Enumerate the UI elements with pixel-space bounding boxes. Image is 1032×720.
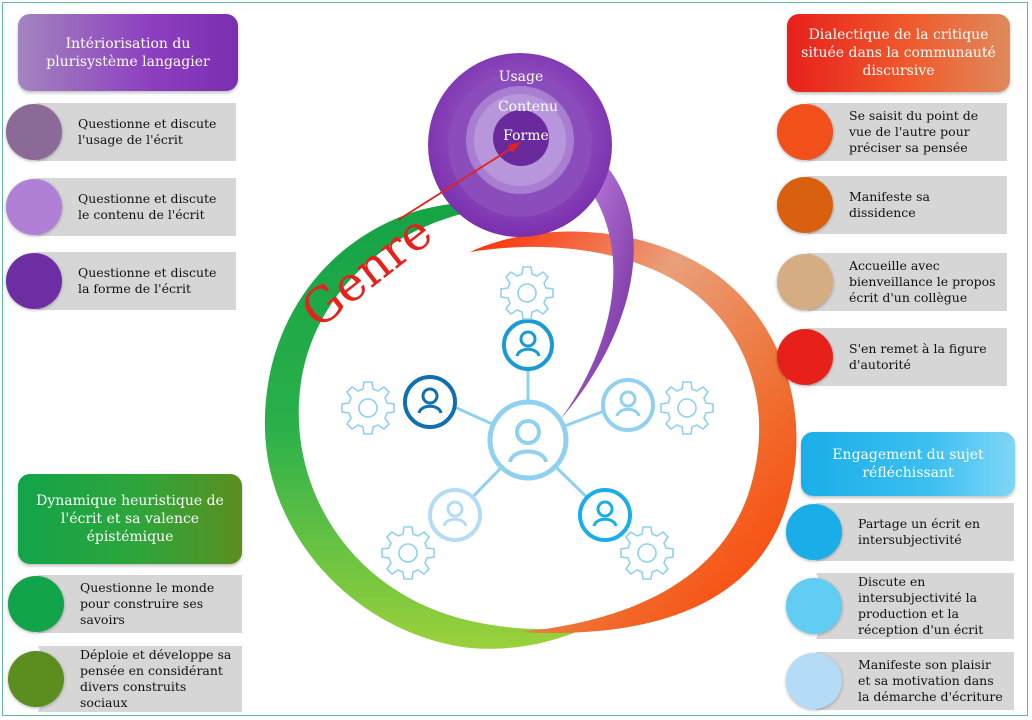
contenu-label: Contenu [498,99,558,115]
gear-icon [500,266,554,320]
person-node-top [502,319,554,371]
bullet-icon [8,651,64,707]
gear-icon [660,381,714,435]
bullet-icon [8,576,64,632]
bullet-icon [786,504,842,560]
gear-icon [381,526,435,580]
genre-label: Genre [291,204,443,340]
header-dialectique: Dialectique de la critique située dans l… [787,14,1010,92]
bullet-icon [6,104,62,160]
bullet-icon [777,104,833,160]
header-interiorisation: Intériorisation du plurisystème langagie… [18,14,238,91]
forme-label: Forme [503,128,549,144]
bullet-icon [6,253,62,309]
bullet-icon [777,254,833,310]
gear-icon [620,526,674,580]
purple-tail [560,168,634,420]
usage-label: Usage [499,69,544,85]
bullet-icon [6,179,62,235]
person-node-bottom-left [428,488,482,542]
header-dynamique: Dynamique heuristique de l'écrit et sa v… [18,474,242,564]
bullet-icon [786,653,842,709]
bullet-icon [777,329,833,385]
bullet-icon [786,578,842,634]
person-node-right [601,378,655,432]
person-node-bottom-right [578,488,632,542]
gear-icon [341,381,395,435]
person-node-center [487,399,569,481]
header-engagement: Engagement du sujet réfléchissant [801,432,1015,496]
bullet-icon [777,177,833,233]
genre-arrow [397,145,516,221]
person-node-left [403,375,457,429]
